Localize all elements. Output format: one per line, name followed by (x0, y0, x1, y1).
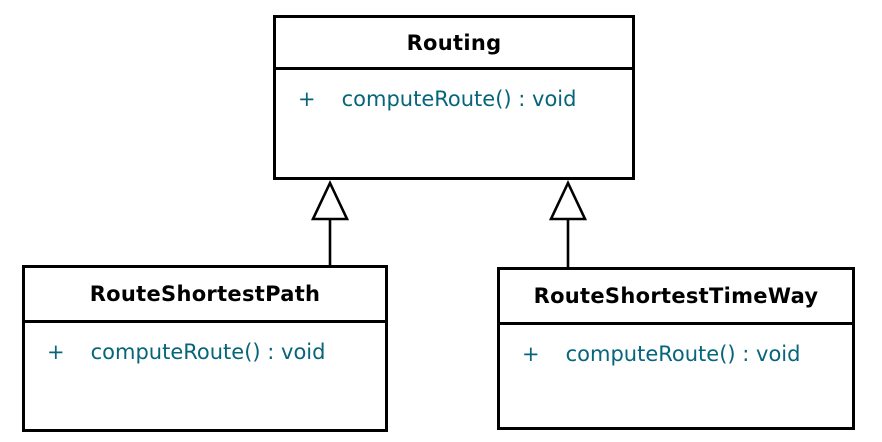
method-row: + computeRoute() : void (47, 340, 385, 364)
class-routing-title: Routing (276, 18, 632, 70)
class-route-shortest-path-title: RouteShortestPath (25, 268, 385, 323)
method-signature: computeRoute() : void (565, 342, 801, 366)
method-row: + computeRoute() : void (298, 87, 632, 111)
method-visibility: + (522, 342, 540, 366)
class-routing-methods: + computeRoute() : void (276, 70, 632, 111)
method-signature: computeRoute() : void (90, 340, 326, 364)
method-visibility: + (298, 87, 316, 111)
class-routing[interactable]: Routing + computeRoute() : void (273, 15, 635, 180)
generalization-arrow-time-way-to-routing (548, 179, 588, 268)
method-signature: computeRoute() : void (341, 87, 577, 111)
method-row: + computeRoute() : void (522, 342, 852, 366)
method-visibility: + (47, 340, 65, 364)
class-route-shortest-time-way-title: RouteShortestTimeWay (500, 270, 852, 325)
class-route-shortest-path[interactable]: RouteShortestPath + computeRoute() : void (22, 265, 388, 432)
generalization-arrow-shortest-path-to-routing (310, 179, 350, 266)
hollow-triangle-icon (548, 179, 588, 221)
class-route-shortest-time-way-methods: + computeRoute() : void (500, 325, 852, 366)
hollow-triangle-icon (310, 179, 350, 221)
class-route-shortest-time-way[interactable]: RouteShortestTimeWay + computeRoute() : v… (497, 267, 855, 430)
class-route-shortest-path-methods: + computeRoute() : void (25, 323, 385, 364)
